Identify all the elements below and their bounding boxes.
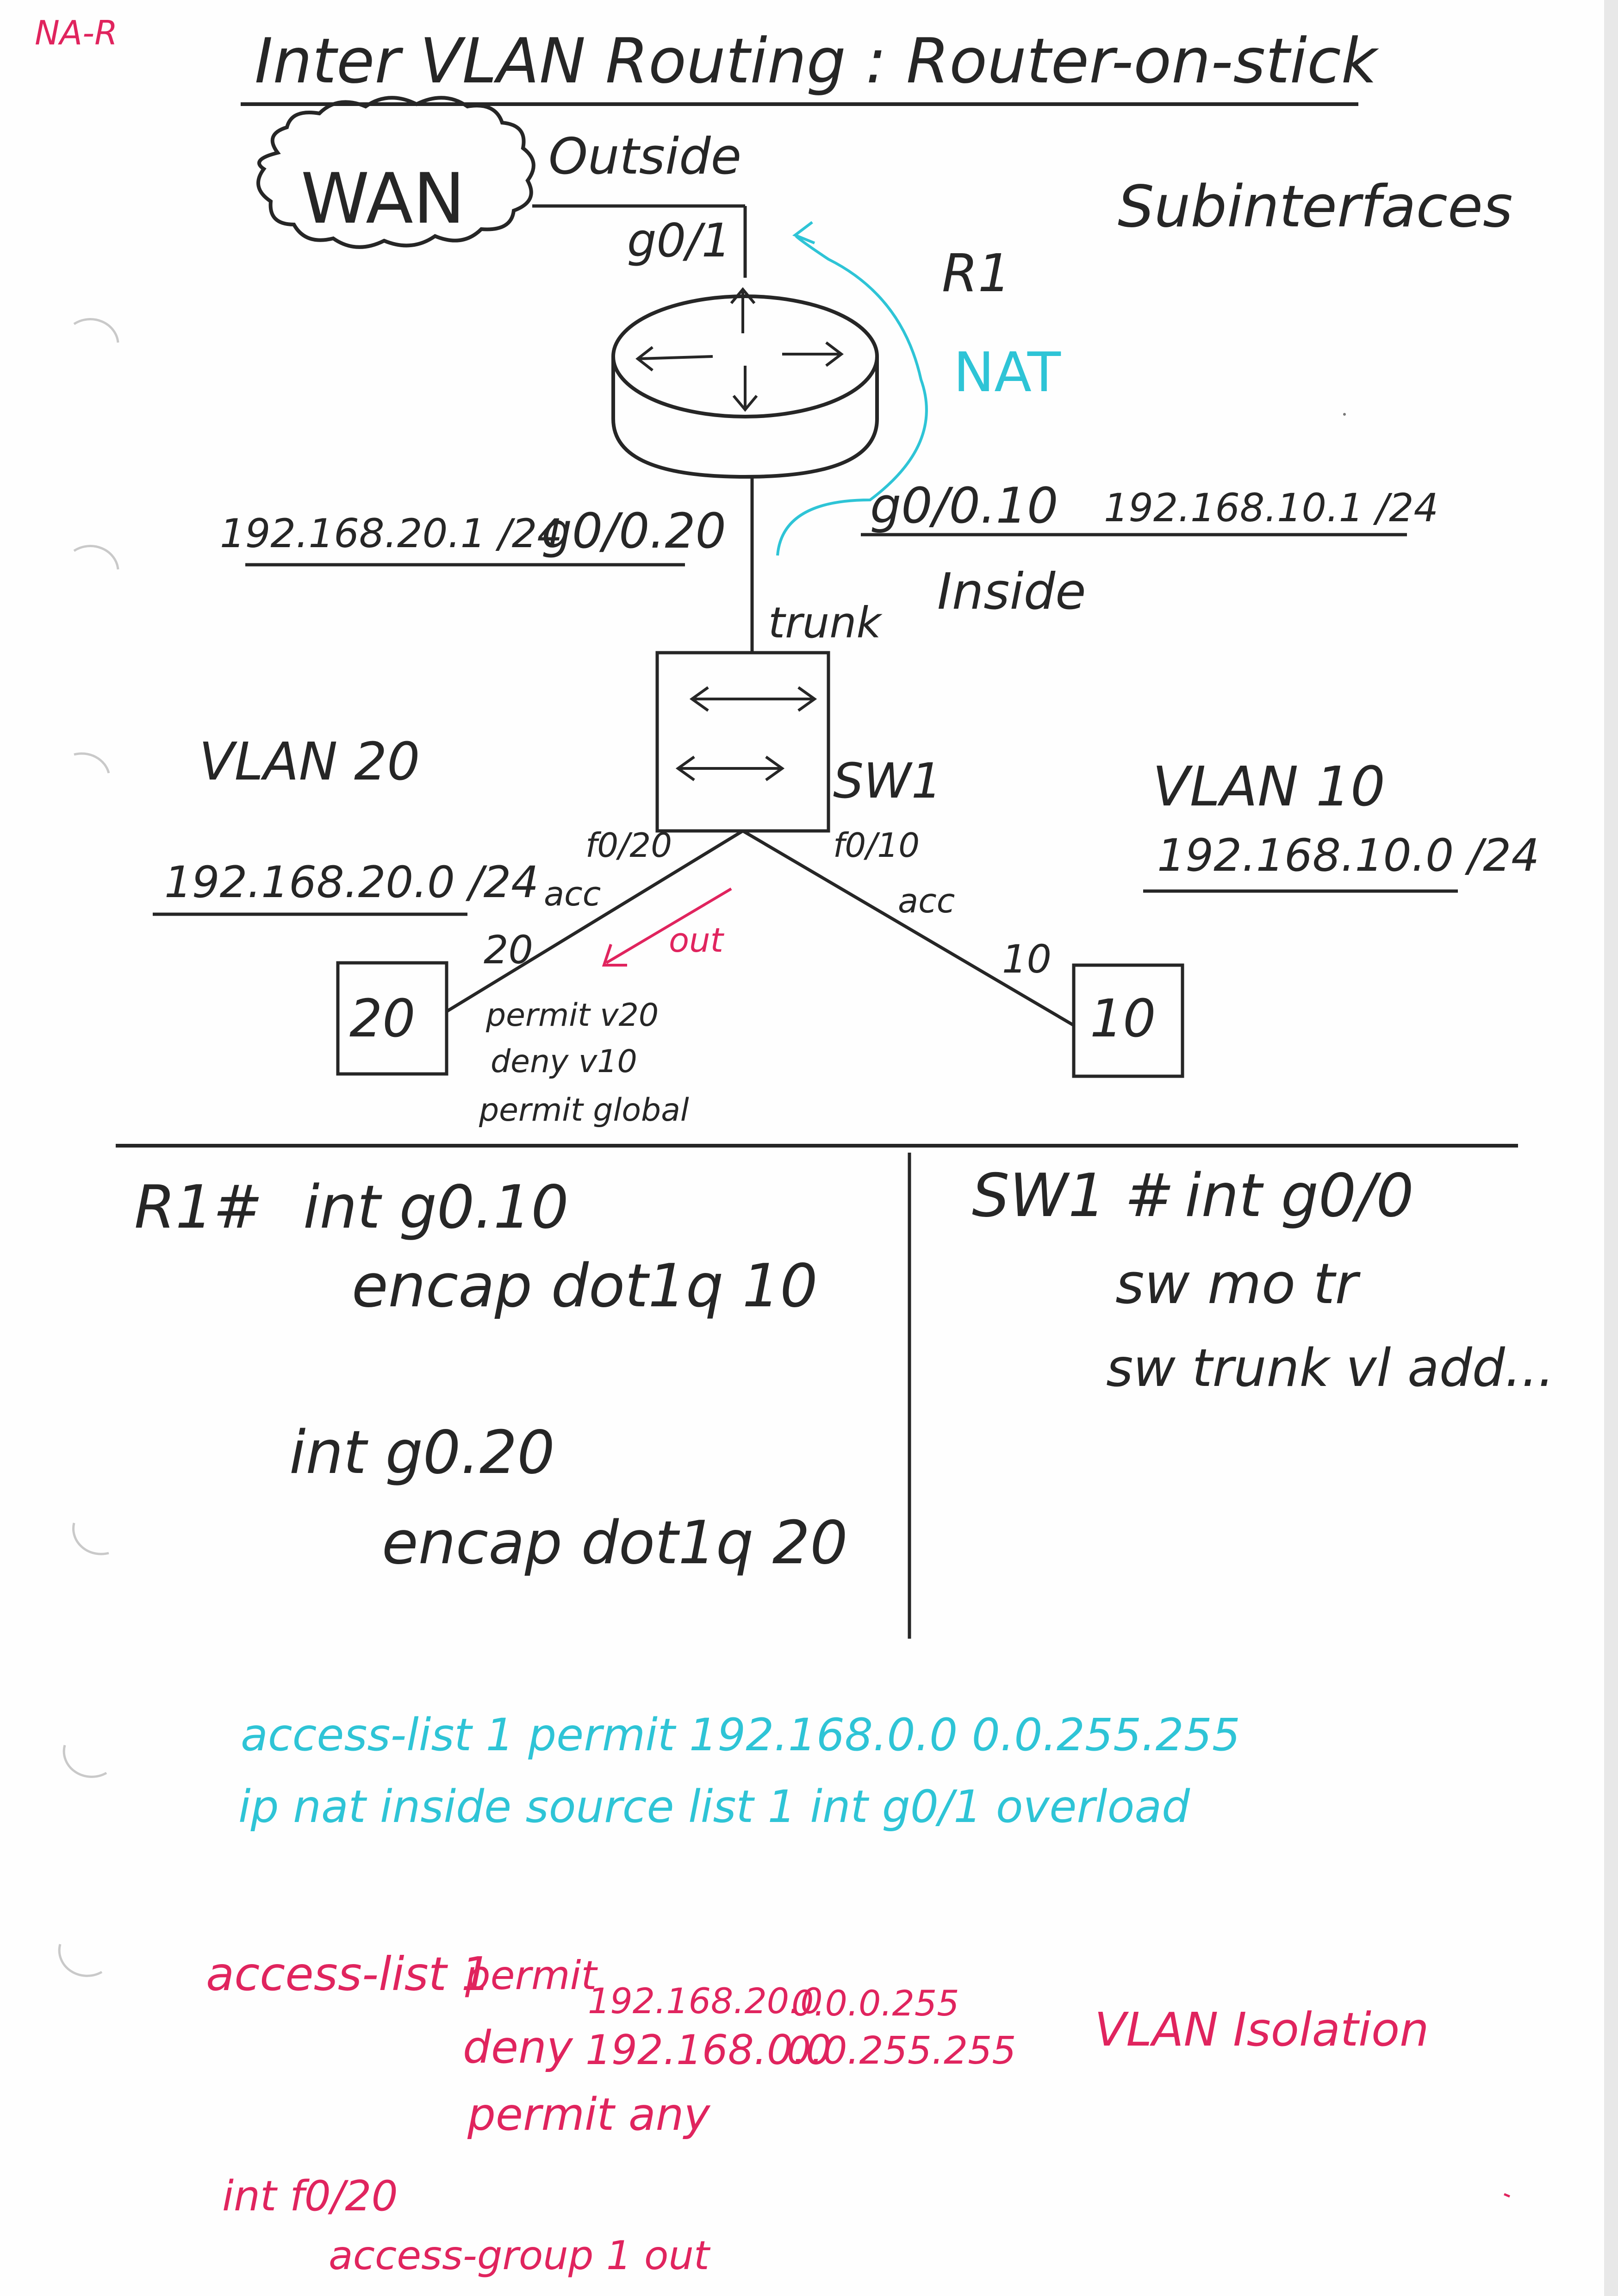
r1-config-line: encap dot1q 20 [382, 1509, 848, 1578]
page-title: Inter VLAN Routing : Router-on-stick [255, 25, 1377, 97]
host-20-label: 20 [349, 989, 416, 1049]
wan-label: WAN [301, 159, 465, 239]
ip10-label: 192.168.10.1 /24 [1104, 485, 1438, 530]
isolation-line4: int f0/20 [222, 2172, 398, 2221]
isolation-line2-b: 192.168.0.0 [585, 2026, 832, 2074]
stray-mark [1343, 413, 1346, 416]
acc-right-label: acc [898, 881, 955, 920]
isolation-line3: permit any [467, 2089, 710, 2140]
isolation-line1-d: 0.0.0.255 [791, 1983, 959, 2024]
router-r1-icon [611, 287, 879, 479]
sw1-config-line: int g0/0 [1185, 1161, 1414, 1230]
isolation-line1-b: permit [465, 1953, 597, 1999]
acc-left-label: acc [544, 874, 601, 913]
ip20-label: 192.168.20.1 /24 [220, 511, 563, 557]
sw1-prompt: SW1 # [972, 1161, 1175, 1230]
isolation-line2-a: deny [463, 2021, 573, 2073]
nat-arrow [776, 235, 928, 556]
net20-label: 192.168.20.0 /24 [164, 857, 539, 908]
g020-label: g0/0.20 [541, 503, 726, 559]
isolation-line5: access-group 1 out [329, 2233, 709, 2279]
g01-label: g0/1 [627, 213, 731, 268]
nat-label: NAT [953, 340, 1061, 404]
out-label: out [669, 921, 723, 960]
sw1-label: SW1 [833, 753, 942, 809]
trunk-label: trunk [768, 598, 881, 648]
vlan10-port-tag: 10 [1002, 936, 1052, 982]
nat-config-line: access-list 1 permit 192.168.0.0 0.0.255… [241, 1709, 1240, 1761]
link-vlan10 [742, 829, 1075, 1027]
subinterfaces-label: Subinterfaces [1118, 174, 1513, 240]
page-edge [1604, 0, 1618, 2296]
vlan20-label: VLAN 20 [199, 732, 420, 792]
vlan20-port-tag: 20 [484, 927, 533, 973]
acl-note: permit v20 [486, 997, 659, 1034]
sw1-config-line: sw trunk vl add... [1106, 1338, 1555, 1398]
corner-tag: NA-R [35, 13, 118, 52]
wan-cloud-shape [256, 96, 535, 249]
nat-config-line: ip nat inside source list 1 int g0/1 ove… [238, 1781, 1190, 1833]
r1-label: R1 [942, 243, 1011, 304]
switch-sw1-icon [655, 651, 830, 833]
out-arrow [605, 887, 732, 964]
r1-config-line: encap dot1q 10 [352, 1252, 818, 1321]
inside-label: Inside [937, 563, 1086, 621]
r1-config-line: int g0.20 [289, 1418, 555, 1487]
vlan10-label: VLAN 10 [1152, 755, 1386, 818]
host-10-box [1072, 963, 1184, 1078]
vlan-isolation-label: VLAN Isolation [1095, 2003, 1429, 2057]
host-20-box [336, 961, 448, 1076]
f020-label: f0/20 [585, 826, 672, 865]
acl-note: permit global [479, 1092, 689, 1129]
g010-label: g0/0.10 [870, 477, 1058, 534]
acl-note: deny v10 [491, 1043, 637, 1080]
isolation-line1-c: 192.168.20.0 [588, 1980, 823, 2021]
link-vlan20 [446, 830, 744, 1013]
isolation-line2-c: 0.0.255.255 [787, 2029, 1016, 2073]
net10-label: 192.168.10.0 /24 [1157, 830, 1540, 881]
nat-arrowhead [792, 221, 815, 244]
outside-label: Outside [548, 128, 742, 186]
r1-config-line: int g0.10 [303, 1173, 569, 1242]
isolation-line1-a: access-list 1 [206, 1947, 491, 2001]
f010-label: f0/10 [833, 826, 920, 865]
binder-holes [58, 318, 119, 1977]
r1-prompt: R1# [134, 1173, 263, 1242]
host-10-label: 10 [1090, 989, 1156, 1049]
stray-mark-magenta [1504, 2193, 1510, 2198]
sw1-config-line: sw mo tr [1115, 1252, 1358, 1316]
